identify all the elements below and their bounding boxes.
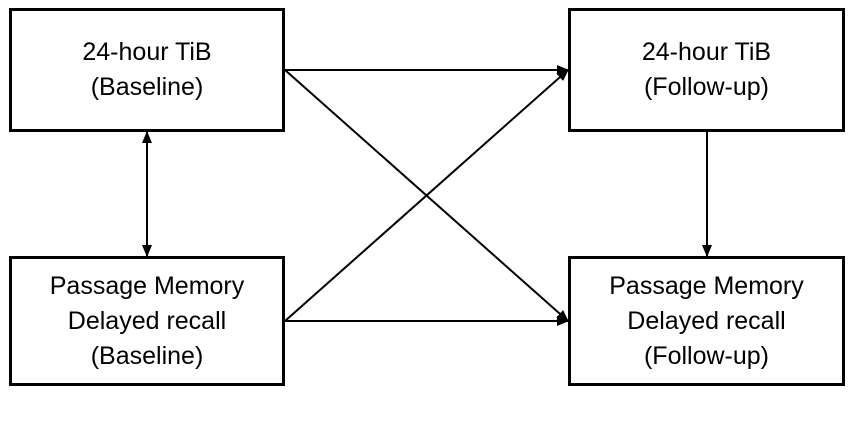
memory-followup-line-1: Passage Memory <box>609 271 804 300</box>
tib-followup-line-2: (Follow-up) <box>643 73 770 101</box>
tib-baseline-box: 24-hour TiB (Baseline) <box>9 8 285 132</box>
tib-baseline-line-2: (Baseline) <box>90 73 204 101</box>
tib-followup-box: 24-hour TiB (Follow-up) <box>568 8 845 132</box>
tib-baseline-line-1: 24-hour TiB <box>82 38 212 66</box>
memory-followup-line-2: Delayed recall <box>627 306 786 335</box>
memory-followup-box: Passage Memory Delayed recall (Follow-up… <box>568 256 845 386</box>
arrow-memory-baseline-to-tib-followup <box>284 69 569 322</box>
memory-baseline-line-2: Delayed recall <box>67 306 227 335</box>
memory-baseline-box: Passage Memory Delayed recall (Baseline) <box>9 256 285 386</box>
memory-baseline-line-3: (Baseline) <box>90 341 204 370</box>
memory-followup-line-3: (Follow-up) <box>643 341 770 370</box>
memory-baseline-line-1: Passage Memory <box>49 271 245 300</box>
tib-followup-line-1: 24-hour TiB <box>641 38 772 66</box>
